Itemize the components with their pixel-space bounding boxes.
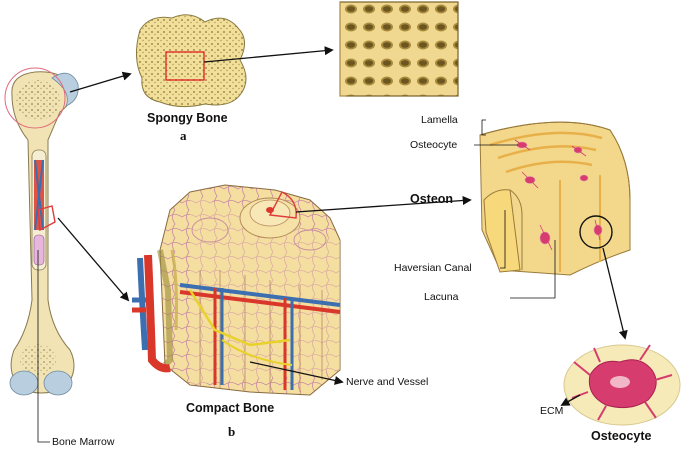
pointer-arrows — [57, 46, 628, 406]
cartilage-cap-right — [43, 370, 73, 396]
osteocyte-zoom-circle — [579, 215, 613, 249]
spongy-zoom-box — [165, 51, 205, 81]
osteon-label: Osteon — [410, 192, 454, 206]
osteocyte-cell — [563, 344, 681, 426]
osteon-wedge — [479, 121, 631, 276]
bone-marrow-label: Bone Marrow — [52, 436, 115, 448]
artery-vessel — [144, 254, 171, 373]
long-bone — [4, 67, 79, 396]
compact-bone-label: Compact Bone — [186, 401, 275, 415]
compact-bone-block — [132, 184, 341, 396]
spongy-bone-label: Spongy Bone — [147, 111, 228, 125]
spongy-zoom-circle — [4, 67, 66, 129]
bone-marrow-leader — [37, 250, 50, 443]
osteocyte-top-label: Osteocyte — [410, 139, 458, 151]
panel-a-label: a — [180, 128, 187, 143]
label-leaders — [474, 119, 556, 299]
haversian-canal-shape — [483, 189, 521, 273]
osteocyte-cell-label: Osteocyte — [591, 429, 652, 443]
spongy-bone-sample — [136, 14, 247, 108]
spongy-bone-magnified — [339, 1, 459, 97]
ecm-label: ECM — [540, 405, 564, 417]
lacuna-label: Lacuna — [424, 291, 459, 303]
panel-b-label: b — [228, 424, 236, 439]
osteon-zoom-wedge — [268, 191, 297, 219]
nerve-and-vessel-label: Nerve and Vessel — [346, 376, 429, 388]
cartilage-cap-top — [51, 72, 79, 107]
lamella-label: Lamella — [421, 114, 458, 126]
haversian-canal-label: Haversian Canal — [394, 262, 472, 274]
vein-vessel — [137, 257, 148, 351]
cartilage-cap-left — [9, 370, 39, 396]
compact-zoom-wedge — [37, 205, 56, 232]
nerve-fiber — [188, 289, 291, 347]
